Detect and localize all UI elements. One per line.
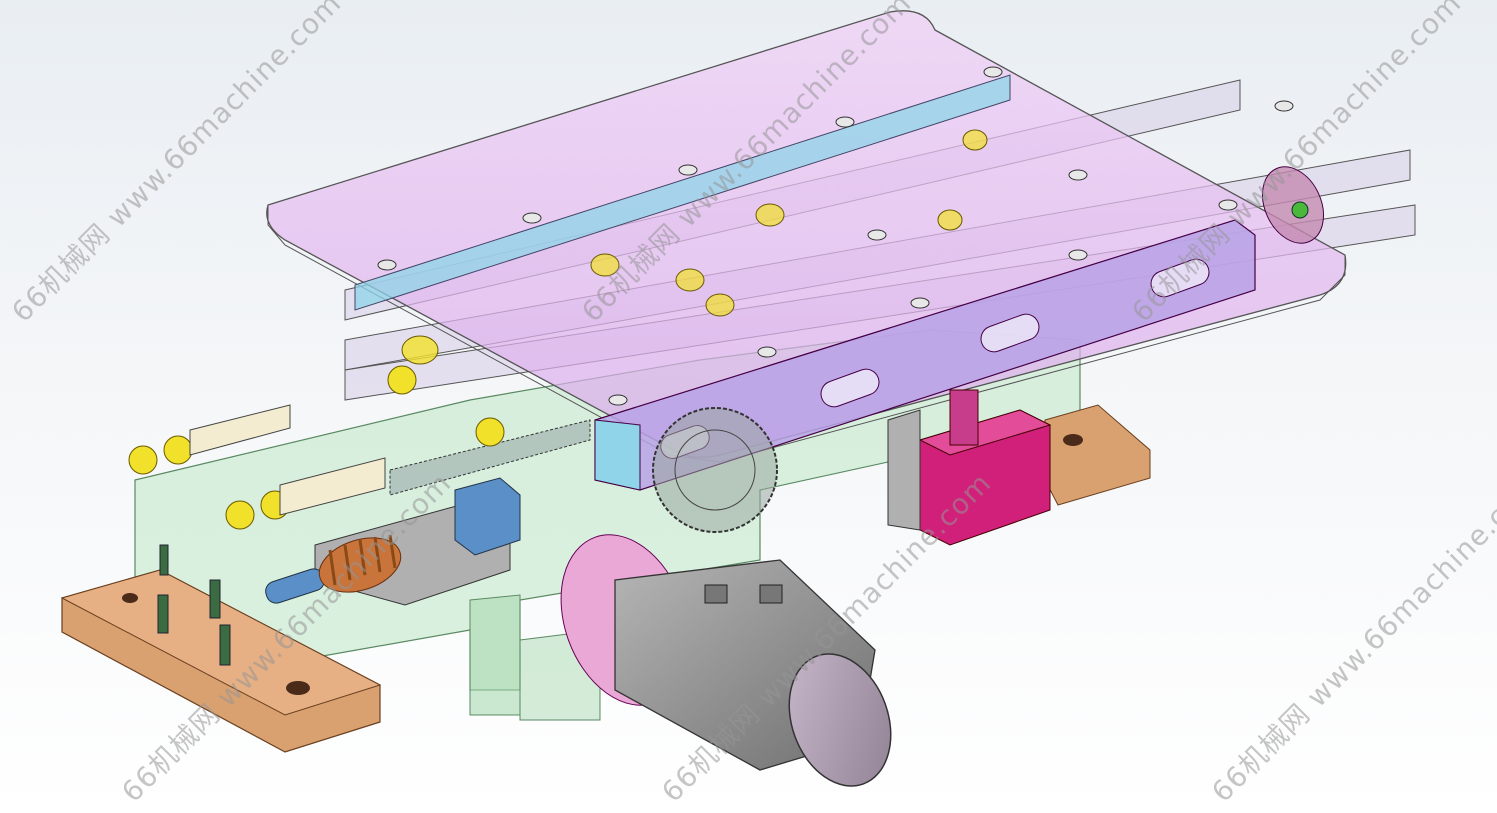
base-plate-right bbox=[1044, 404, 1151, 506]
pins bbox=[157, 544, 231, 666]
bracket-plate bbox=[887, 409, 921, 531]
countersunk-screws bbox=[377, 66, 1294, 406]
bearing-cluster-upper bbox=[401, 129, 988, 365]
purple-slide bbox=[594, 219, 1256, 491]
gear bbox=[652, 407, 778, 533]
end-roller bbox=[1262, 166, 1324, 244]
servo-motor bbox=[614, 559, 892, 787]
rack bbox=[389, 419, 591, 496]
blue-rail bbox=[354, 74, 1011, 311]
guide-blocks bbox=[189, 404, 386, 516]
worm-screw bbox=[265, 477, 521, 606]
